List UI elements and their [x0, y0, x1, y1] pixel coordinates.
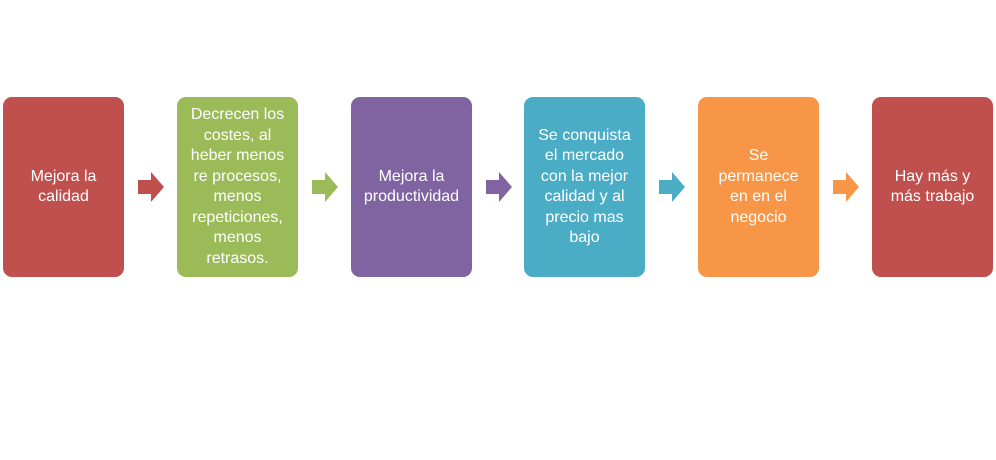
step-6-label: Hay más y más trabajo — [890, 167, 975, 206]
arrow-5-icon — [833, 172, 859, 202]
step-2-label: Decrecen los costes, al heber menos re p… — [190, 106, 285, 267]
step-4-box: Se conquista el mercado con la mejor cal… — [524, 97, 645, 277]
arrow-4-icon — [659, 172, 685, 202]
step-6-box: Hay más y más trabajo — [872, 97, 993, 277]
step-4-label: Se conquista el mercado con la mejor cal… — [538, 126, 631, 247]
step-3-label: Mejora la productividad — [363, 167, 460, 206]
step-3-box: Mejora la productividad — [351, 97, 472, 277]
arrow-1-icon — [138, 172, 164, 202]
arrow-2-icon — [312, 172, 338, 202]
step-5-label: Se permanece en en el negocio — [718, 147, 799, 226]
step-5-box: Se permanece en en el negocio — [698, 97, 819, 277]
step-1-label: Mejora la calidad — [30, 167, 97, 206]
step-1-box: Mejora la calidad — [3, 97, 124, 277]
step-2-box: Decrecen los costes, al heber menos re p… — [177, 97, 298, 277]
arrow-3-icon — [486, 172, 512, 202]
